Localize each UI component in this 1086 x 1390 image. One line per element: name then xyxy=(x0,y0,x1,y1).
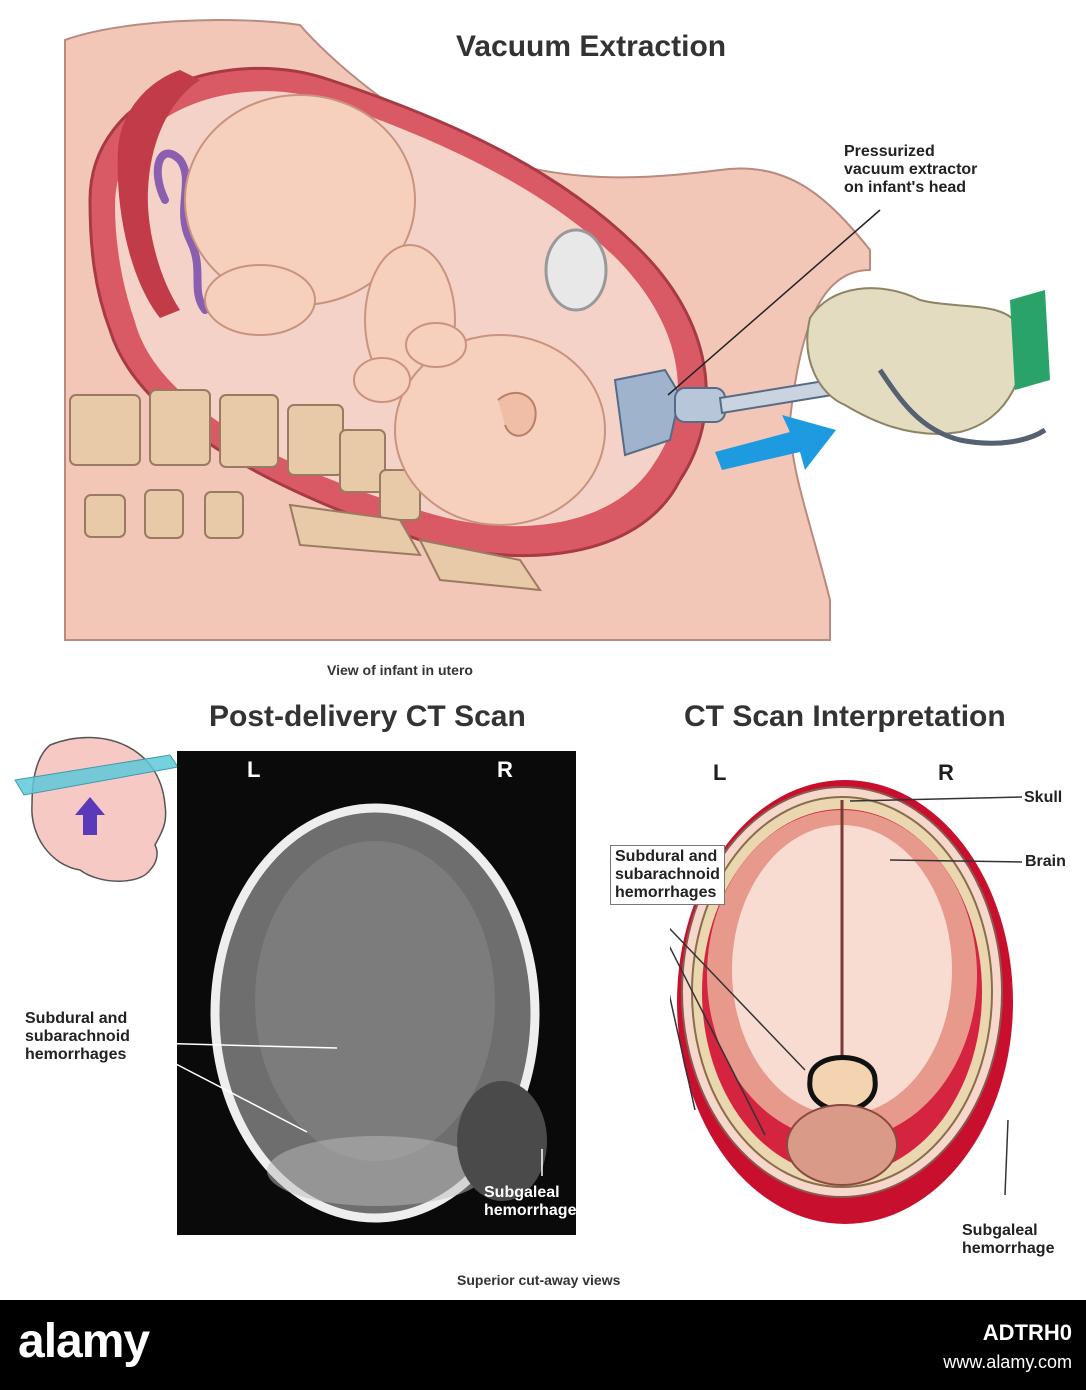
extractor-callout-line-2: vacuum extractor xyxy=(844,161,978,178)
ct-scan-image xyxy=(177,751,576,1235)
placenta xyxy=(117,70,200,318)
ct-brain-core xyxy=(255,841,495,1161)
interp-subgaleal-label: Subgaleal hemorrhage xyxy=(962,1222,1054,1258)
ct-scan-title: Post-delivery CT Scan xyxy=(209,700,526,733)
brain-label: Brain xyxy=(1025,853,1066,870)
vacuum-extraction-illustration xyxy=(64,19,1050,641)
ct-interp-left-marker: L xyxy=(713,760,727,785)
vacuum-stem xyxy=(674,387,726,423)
ct-interp-right-marker: R xyxy=(938,760,954,785)
ct-hemorrhage-label: Subdural and subarachnoid hemorrhages xyxy=(25,1010,130,1064)
interp-hemorrhage-label-line-1: Subdural and xyxy=(615,848,718,865)
fetus-ear xyxy=(497,391,537,437)
ct-posterior-bright xyxy=(267,1136,487,1206)
fetus xyxy=(184,94,606,526)
interp-subgaleal-leader xyxy=(1004,1119,1009,1196)
ct-subgaleal-label-line-2: hemorrhage xyxy=(484,1202,577,1219)
midbrain xyxy=(807,1055,878,1113)
head-orientation-icon xyxy=(14,736,179,882)
vacuum-tubing xyxy=(877,368,1047,446)
sleeve xyxy=(1010,290,1050,390)
vacuum-extraction-title: Vacuum Extraction xyxy=(456,30,727,63)
ct-interpretation-diagram xyxy=(670,780,1023,1224)
brain-leader-line xyxy=(889,859,1023,863)
interp-hemorrhage-label-line-3: hemorrhages xyxy=(615,884,717,901)
interp-subgaleal-label-line-1: Subgaleal xyxy=(962,1222,1038,1239)
ct-subgaleal-label-line-1: Subgaleal xyxy=(484,1184,560,1201)
gloved-hand xyxy=(806,287,1024,435)
skull-label: Skull xyxy=(1024,789,1063,806)
interp-hemorrhage-label: Subdural and subarachnoid hemorrhages xyxy=(610,845,725,905)
extractor-callout-line-1: Pressurized xyxy=(844,143,935,160)
extractor-callout-line-3: on infant's head xyxy=(844,179,967,196)
ct-hemorrhage-arrow-1 xyxy=(177,1043,338,1049)
interp-hemorrhage-leader-1 xyxy=(670,994,696,1111)
image-id: ADTRH0 xyxy=(982,1320,1072,1345)
bladder xyxy=(544,228,608,312)
ct-scalp-swelling xyxy=(457,1081,547,1201)
interp-hemorrhage-label-line-2: subarachnoid xyxy=(615,866,720,883)
ct-scan-left-marker: L xyxy=(247,757,261,782)
footer-url: www.alamy.com xyxy=(943,1352,1072,1372)
vacuum-cup xyxy=(613,368,682,457)
ct-subgaleal-label: Subgaleal hemorrhage xyxy=(484,1184,576,1220)
interp-subgaleal-label-line-2: hemorrhage xyxy=(962,1240,1055,1257)
ct-hemorrhage-label-line-3: hemorrhages xyxy=(25,1046,127,1063)
ct-hemorrhage-arrow-2 xyxy=(177,1063,308,1133)
interp-hemorrhage-leader-3 xyxy=(670,927,806,1071)
view-direction-arrow xyxy=(75,797,105,835)
alamy-logo: alamy xyxy=(18,1315,150,1368)
superior-views-caption: Superior cut-away views xyxy=(457,1272,621,1288)
extractor-leader-line xyxy=(667,209,881,396)
ct-hemorrhage-label-line-2: subarachnoid xyxy=(25,1028,130,1045)
in-utero-caption: View of infant in utero xyxy=(327,662,473,678)
cerebellum xyxy=(786,1104,898,1186)
ct-scan-right-marker: R xyxy=(497,757,513,782)
interp-hemorrhage-leader-2 xyxy=(670,945,766,1136)
stock-footer-bar: alamy ADTRH0 www.alamy.com xyxy=(0,1300,1086,1390)
spine xyxy=(69,389,543,592)
pull-arrow xyxy=(715,415,836,470)
extractor-callout: Pressurized vacuum extractor on infant's… xyxy=(844,143,977,197)
ct-skull-ring xyxy=(210,803,540,1223)
skull-leader-line xyxy=(849,796,1023,802)
ct-interpretation-title: CT Scan Interpretation xyxy=(684,700,1006,733)
ct-hemorrhage-label-line-1: Subdural and xyxy=(25,1010,128,1027)
